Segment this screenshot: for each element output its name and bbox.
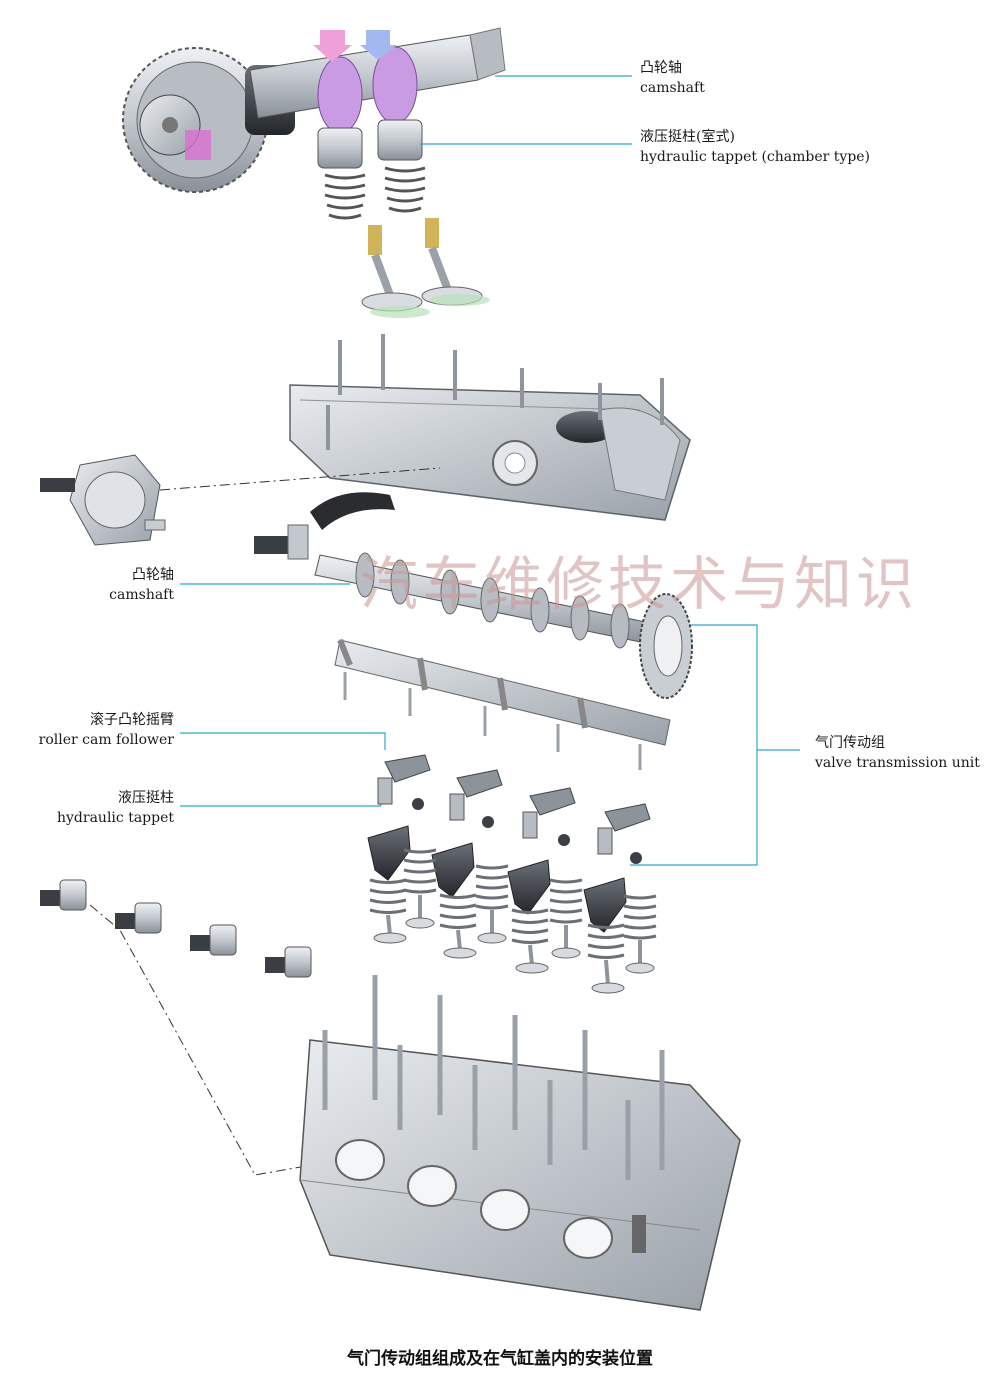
top-camshaft-assembly [122, 27, 506, 318]
roller-cam-follower [377, 754, 651, 855]
label-en: hydraulic tappet (chamber type) [640, 149, 871, 165]
valves [386, 895, 642, 986]
label-hydraulic-tappet-chamber: 液压挺柱(室式) hydraulic tappet (chamber type) [640, 127, 870, 167]
valve-stem [428, 246, 452, 292]
blue-arrow [360, 30, 397, 60]
pink-arrow [313, 30, 352, 62]
figure-caption: 气门传动组组成及在气缸盖内的安装位置 [347, 1349, 653, 1369]
middle-camshaft [314, 552, 693, 699]
label-en: camshaft [640, 80, 705, 96]
valve-springs [369, 848, 657, 959]
cylinder-head-cover [289, 334, 691, 521]
label-en: valve transmission unit [815, 755, 980, 771]
valve-train-components [367, 754, 657, 994]
cam-sensor [254, 524, 309, 560]
watermark: 汽车维修技术与知识 [360, 550, 919, 618]
label-zh: 液压挺柱(室式) [640, 129, 735, 145]
valve-spring [324, 166, 426, 220]
head-bolts [322, 975, 665, 1180]
label-zh: 凸轮轴 [132, 567, 174, 583]
label-en: camshaft [109, 587, 174, 603]
label-zh: 气门传动组 [815, 735, 885, 751]
high-pressure-fuel-pump [40, 454, 441, 546]
label-roller-cam-follower: 滚子凸轮摇臂 roller cam follower [20, 710, 174, 750]
label-en: roller cam follower [38, 732, 174, 748]
cover-bolts [326, 334, 664, 450]
label-zh: 液压挺柱 [118, 790, 174, 806]
label-hydraulic-tappet: 液压挺柱 hydraulic tappet [20, 788, 174, 828]
label-en: hydraulic tappet [57, 810, 174, 826]
label-zh: 滚子凸轮摇臂 [90, 712, 174, 728]
label-mid-camshaft: 凸轮轴 camshaft [60, 565, 174, 605]
cylinder-head [299, 975, 741, 1311]
fuel-injectors [40, 879, 341, 1176]
label-zh: 凸轮轴 [640, 60, 682, 76]
label-top-camshaft: 凸轮轴 camshaft [640, 58, 705, 98]
label-valve-transmission-unit: 气门传动组 valve transmission unit [815, 733, 980, 773]
valve-stem [371, 253, 394, 297]
top-hydraulic-tappet [317, 127, 363, 169]
combustion-chambers [335, 1139, 613, 1259]
top-hydraulic-tappet [377, 119, 423, 161]
cam-lobe [317, 56, 363, 134]
rocker-arm [367, 825, 627, 933]
hose [310, 492, 395, 530]
bearing-ladder-frame [334, 638, 671, 770]
